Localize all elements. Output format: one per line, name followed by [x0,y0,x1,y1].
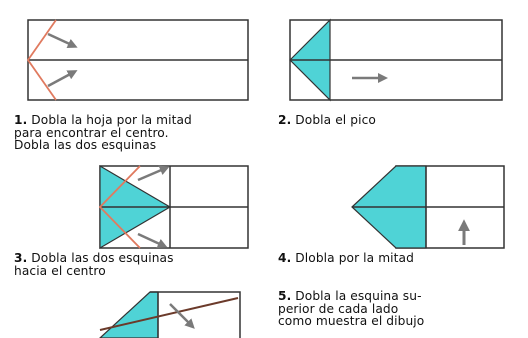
step-1-line-1: Dobla la hoja por la mitad [31,113,192,127]
step-4-figure [351,165,505,249]
diagonal-fold-line [99,297,239,331]
step-2-line-1: Dobla el pico [295,113,376,127]
paper-edge [150,291,241,338]
step-1-figure [26,19,249,101]
step-1-number: 1. [14,113,28,127]
step-5-number: 5. [278,289,292,303]
step-2-caption: 2. Dobla el pico [278,114,376,127]
step-5-line-3: como muestra el dibujo [278,314,425,328]
step-1-line-3: Dobla las dos esquinas [14,138,157,152]
step-4-number: 4. [278,251,292,265]
step-3-figure [98,164,249,250]
step-3-line-2: hacia el centro [14,263,106,278]
step-5-line-1: Dobla la esquina su- [295,289,422,303]
fold-arrow-bottom [137,232,168,249]
step-5-caption: 5. Dobla la esquina su- perior de cada l… [278,290,424,328]
step-2-number: 2. [278,113,292,127]
corner-fold-line [98,165,141,249]
step-1-caption: 1. Dobla la hoja por la mitad para encon… [14,114,192,152]
step-3-number: 3. [14,251,28,265]
fold-arrow-bottom [47,70,78,88]
fold-arrow-top [47,32,78,49]
step-5-line-2: perior de cada lado [278,301,399,316]
fold-arrow-top [137,165,170,182]
fold-arrow-down [169,303,195,329]
step-4-caption: 4. Dlobla por la mitad [278,252,414,265]
step-3-caption: 3. Dobla las dos esquinas hacia el centr… [14,252,174,277]
step-5-figure [99,291,241,338]
corner-fold-line [26,19,57,101]
step-1-line-2: para encontrar el centro. [14,125,169,140]
step-2-figure [289,18,503,102]
folded-wing [99,291,159,338]
step-4-line-1: Dlobla por la mitad [295,251,414,265]
step-3-line-1: Dobla las dos esquinas [31,251,174,265]
